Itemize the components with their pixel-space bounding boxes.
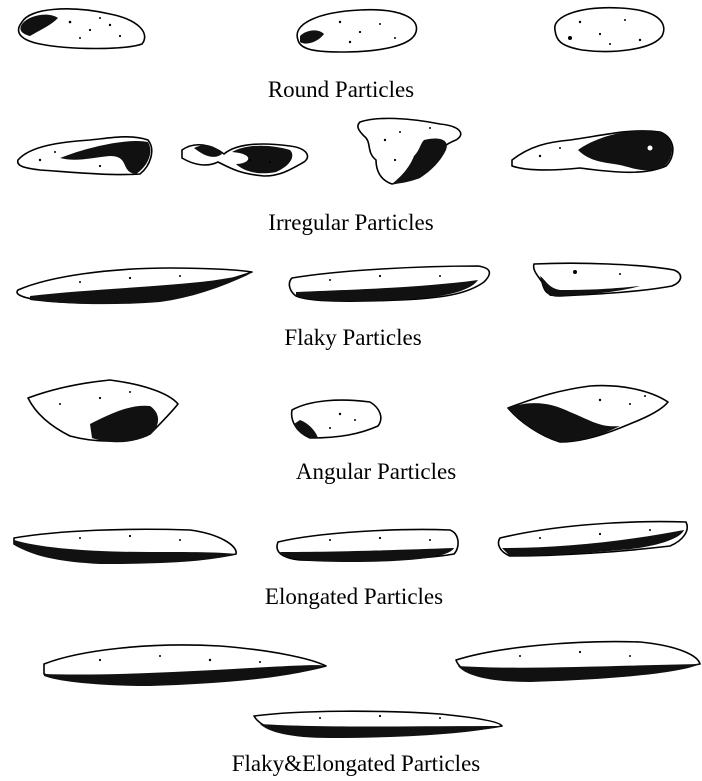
flaky-particles-caption: Flaky Particles — [2, 326, 702, 349]
irregular-particles-caption: Irregular Particles — [0, 211, 702, 234]
angular-particle-3 — [508, 386, 668, 442]
round-particles-caption: Round Particles — [0, 78, 692, 101]
flaky-elongated-particles-caption: Flaky&Elongated Particles — [5, 752, 702, 775]
flaky-particle-2 — [289, 266, 489, 301]
round-particle-2 — [297, 10, 416, 52]
round-particle-1 — [19, 9, 145, 49]
irregular-particle-1 — [18, 137, 152, 175]
flaky-elongated-particle-1 — [44, 645, 326, 686]
flaky-elongated-particle-2 — [456, 642, 700, 682]
angular-particles-caption: Angular Particles — [25, 460, 702, 483]
irregular-particle-4 — [512, 131, 673, 172]
elongated-particle-1 — [14, 529, 236, 564]
elongated-particle-3 — [498, 522, 687, 556]
flaky-particle-3 — [534, 263, 681, 296]
irregular-particle-2 — [182, 144, 308, 176]
angular-particle-1 — [28, 380, 178, 442]
elongated-particles-caption: Elongated Particles — [3, 585, 702, 608]
irregular-particle-3 — [358, 118, 461, 184]
elongated-particle-2 — [277, 530, 458, 563]
angular-particle-2 — [292, 400, 381, 438]
flaky-elongated-particle-3 — [254, 711, 502, 738]
round-particle-3 — [555, 8, 664, 52]
flaky-particle-1 — [17, 268, 252, 304]
